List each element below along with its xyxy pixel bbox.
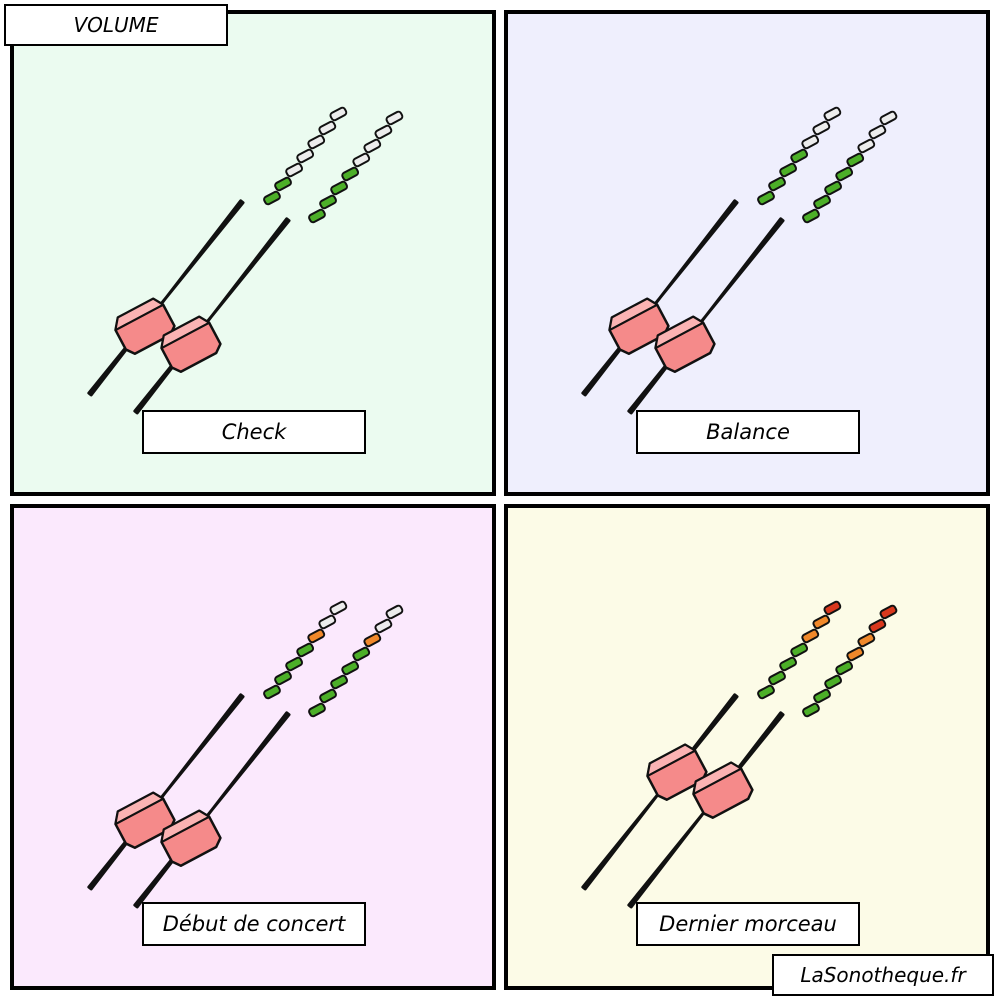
meter-led: [879, 604, 898, 620]
meter-led: [285, 162, 304, 178]
panel-caption: Balance: [636, 410, 860, 454]
meter-led: [363, 632, 382, 648]
meter-led: [790, 642, 809, 658]
meter-led: [374, 124, 393, 140]
meter-led: [285, 656, 304, 672]
meter-led: [363, 138, 382, 154]
meter-led: [857, 138, 876, 154]
meter-led: [319, 688, 337, 704]
fader-knob[interactable]: [111, 296, 177, 357]
meter-led: [879, 110, 898, 126]
meter-led: [768, 670, 786, 686]
meter-led: [768, 176, 786, 192]
meter-led: [319, 194, 337, 210]
fader-knob[interactable]: [111, 790, 177, 851]
meter-led: [802, 702, 820, 718]
meter-led: [330, 674, 349, 690]
fader-knob[interactable]: [643, 742, 709, 803]
panel-caption: Dernier morceau: [636, 902, 860, 946]
meter-led: [329, 600, 348, 616]
meter-led: [823, 600, 842, 616]
fader-slot: [87, 199, 245, 397]
meter-led: [779, 656, 798, 672]
meter-led: [757, 190, 775, 206]
level-meter: [263, 600, 348, 700]
meter-led: [801, 628, 820, 644]
fader-slot: [581, 199, 739, 397]
level-meter: [757, 106, 842, 206]
meter-led: [790, 148, 809, 164]
fader-knob[interactable]: [605, 296, 671, 357]
meter-led: [341, 660, 360, 676]
panel-check: Check: [10, 10, 496, 496]
panel-caption: Check: [142, 410, 366, 454]
fader-knob[interactable]: [689, 760, 755, 821]
meter-led: [308, 702, 326, 718]
credit-label: LaSonotheque.fr: [772, 954, 994, 996]
level-meter: [802, 110, 898, 224]
fader-slot: [87, 693, 245, 891]
meter-led: [868, 124, 887, 140]
mixer-illustration: [87, 600, 404, 909]
panel-balance: Balance: [504, 10, 990, 496]
meter-led: [263, 190, 281, 206]
meter-led: [835, 660, 854, 676]
meter-led: [857, 632, 876, 648]
meter-led: [374, 618, 393, 634]
meter-led: [263, 684, 281, 700]
meter-led: [308, 208, 326, 224]
meter-led: [329, 106, 348, 122]
level-meter: [263, 106, 348, 206]
meter-led: [823, 106, 842, 122]
panel-caption: Début de concert: [142, 902, 366, 946]
meter-led: [330, 180, 349, 196]
title-label: VOLUME: [4, 4, 228, 46]
meter-led: [824, 674, 843, 690]
meter-led: [274, 176, 292, 192]
mixer-illustration: [581, 600, 898, 909]
meter-led: [352, 152, 371, 168]
panel-debut-de-concert: Début de concert: [10, 504, 496, 990]
meter-led: [868, 618, 887, 634]
meter-led: [296, 148, 315, 164]
meter-led: [846, 152, 865, 168]
meter-led: [274, 670, 292, 686]
meter-led: [835, 166, 854, 182]
meter-led: [813, 688, 831, 704]
level-meter: [308, 110, 404, 224]
meter-led: [307, 628, 326, 644]
mixer-illustration: [87, 106, 404, 415]
meter-led: [296, 642, 315, 658]
level-meter: [802, 604, 898, 718]
meter-led: [757, 684, 775, 700]
meter-led: [813, 194, 831, 210]
fader-knob[interactable]: [157, 808, 223, 869]
meter-led: [812, 120, 831, 136]
meter-led: [385, 604, 404, 620]
meter-led: [385, 110, 404, 126]
meter-led: [801, 134, 820, 150]
meter-led: [846, 646, 865, 662]
meter-led: [352, 646, 371, 662]
meter-led: [812, 614, 831, 630]
level-meter: [308, 604, 404, 718]
meter-led: [341, 166, 360, 182]
panel-dernier-morceau: Dernier morceau: [504, 504, 990, 990]
meter-led: [307, 134, 326, 150]
meter-led: [318, 120, 337, 136]
meter-led: [824, 180, 843, 196]
meter-led: [318, 614, 337, 630]
fader-knob[interactable]: [651, 314, 717, 375]
meter-led: [802, 208, 820, 224]
mixer-illustration: [581, 106, 898, 415]
meter-led: [779, 162, 798, 178]
fader-knob[interactable]: [157, 314, 223, 375]
level-meter: [757, 600, 842, 700]
